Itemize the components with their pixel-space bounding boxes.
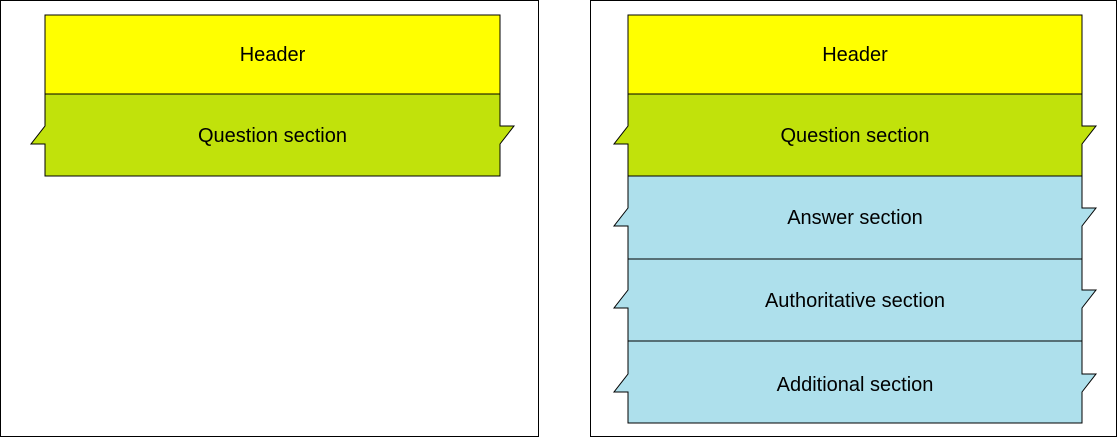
response-question-label: Question section [781, 125, 930, 147]
query-header-label: Header [240, 44, 306, 66]
query-question-label: Question section [198, 125, 347, 147]
authoritative-section-label: Authoritative section [765, 290, 945, 312]
response-header-label: Header [822, 44, 888, 66]
query-header-block [44, 14, 501, 95]
response-header-block [627, 14, 1083, 95]
query-question-block [29, 93, 516, 177]
query-message-panel: Header Question section [0, 0, 539, 437]
answer-section-label: Answer section [787, 207, 923, 229]
additional-section-block [612, 340, 1098, 424]
additional-section-label: Additional section [777, 374, 934, 396]
response-message-panel: Header Question section Answer section A… [590, 0, 1117, 437]
